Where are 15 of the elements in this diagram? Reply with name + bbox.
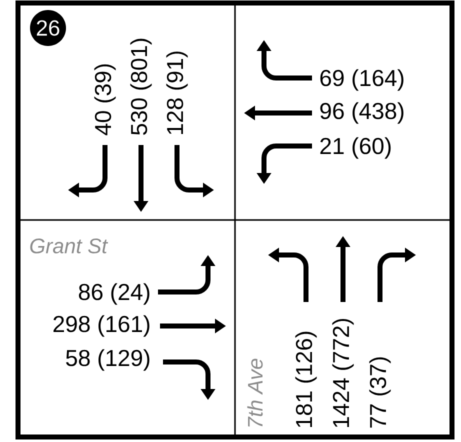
volume-label: 96 (438) <box>320 102 404 124</box>
street-name: 7th Ave <box>247 358 263 427</box>
volume-label: 128 (91) <box>166 52 188 134</box>
volume-label: 21 (60) <box>320 137 391 159</box>
volume-label: 181 (126) <box>295 332 317 428</box>
number-badge: 26 <box>30 10 66 46</box>
volume-label: 77 (37) <box>369 357 391 428</box>
volume-label: 58 (129) <box>66 349 150 371</box>
street-name: Grant St <box>30 238 108 254</box>
volume-label: 1424 (772) <box>332 319 354 428</box>
volume-label: 86 (24) <box>78 283 150 305</box>
volume-label: 298 (161) <box>54 315 150 337</box>
volume-label: 69 (164) <box>320 69 404 91</box>
volume-label: 530 (801) <box>130 38 152 135</box>
volume-label: 40 (39) <box>94 64 116 136</box>
